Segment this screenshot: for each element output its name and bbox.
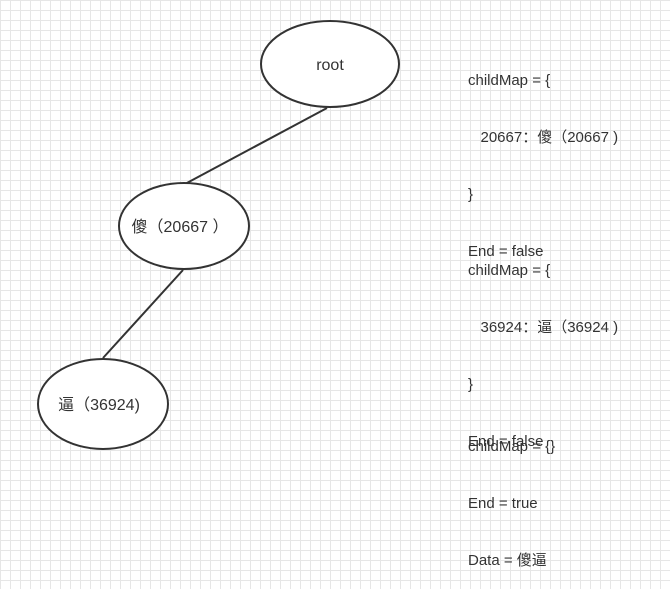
note-bi-line: Data = 傻逼 xyxy=(468,552,547,569)
node-sha-label: 傻（20667 ） xyxy=(132,218,229,236)
node-sha xyxy=(118,182,250,270)
edge-root-to-sha xyxy=(184,107,328,185)
note-sha-line: 36924：逼（36924 ) xyxy=(468,319,619,336)
note-root-line: } xyxy=(468,186,474,203)
note-bi-line: childMap = {} xyxy=(468,438,556,455)
node-bi-label: 逼（36924) xyxy=(58,396,140,414)
note-sha-line: childMap = { xyxy=(468,262,551,279)
node-bi xyxy=(37,358,169,450)
note-bi: childMap = {} End = true Data = 傻逼 xyxy=(468,399,555,589)
note-root-line: End = false xyxy=(468,243,544,260)
node-root-label: root xyxy=(316,57,344,74)
node-root xyxy=(260,20,400,108)
note-root-line: 20667：傻（20667 ) xyxy=(468,129,619,146)
note-sha-line: End = false xyxy=(468,433,544,450)
note-root: childMap = { 20667：傻（20667 ) } End = fal… xyxy=(468,33,618,280)
trie-diagram: root 傻（20667 ） 逼（36924) xyxy=(37,20,400,450)
note-bi-line: End = true xyxy=(468,495,538,512)
note-sha: childMap = { 36924：逼（36924 ) } End = fal… xyxy=(468,223,618,470)
note-root-line: childMap = { xyxy=(468,72,551,89)
edge-sha-to-bi xyxy=(102,269,184,359)
note-sha-line: } xyxy=(468,376,474,393)
